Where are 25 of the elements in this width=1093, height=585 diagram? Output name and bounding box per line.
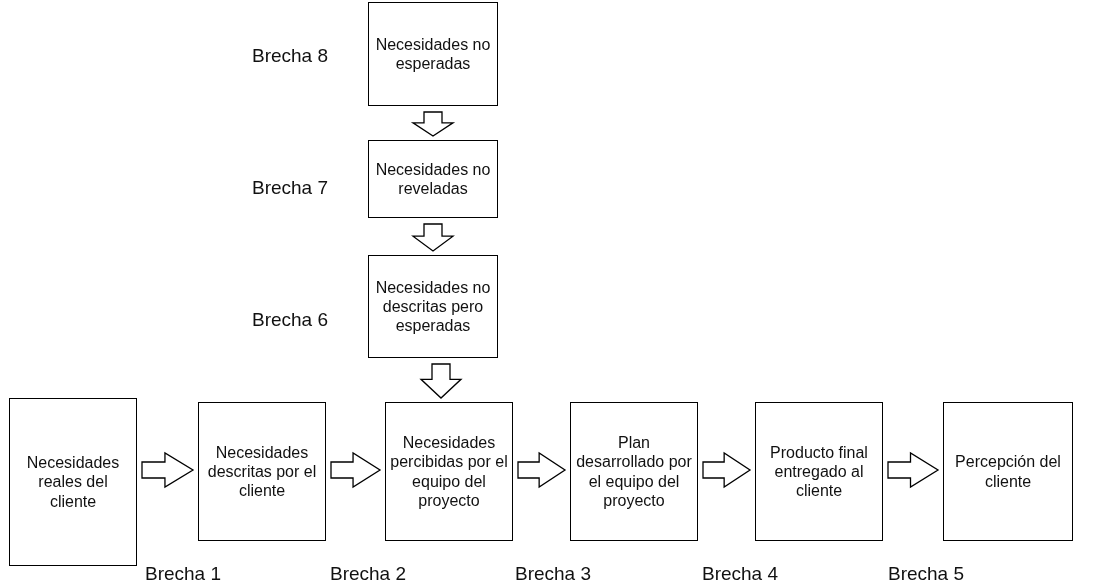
gap-label: Brecha 5 — [888, 563, 964, 585]
hollow-arrow — [887, 451, 940, 489]
hollow-arrow — [141, 451, 195, 489]
hollow-arrow — [330, 451, 382, 489]
gap-label: Brecha 7 — [252, 177, 328, 199]
process-box: Necesidades no descritas pero esperadas — [368, 255, 498, 358]
process-box: Necesidades descritas por el cliente — [198, 402, 326, 541]
gap-label: Brecha 4 — [702, 563, 778, 585]
hollow-arrow — [410, 111, 456, 137]
process-box: Necesidades percibidas por el equipo del proyecto — [385, 402, 513, 541]
process-box: Necesidades no esperadas — [368, 2, 498, 106]
gap-label: Brecha 2 — [330, 563, 406, 585]
hollow-arrow — [702, 451, 752, 489]
hollow-arrow — [411, 223, 455, 252]
hollow-arrow — [517, 451, 567, 489]
process-box: Necesidades reales del cliente — [9, 398, 137, 566]
process-box: Plan desarrollado por el equipo del proyecto — [570, 402, 698, 541]
process-box: Necesidades no reveladas — [368, 140, 498, 218]
gap-label: Brecha 8 — [252, 45, 328, 67]
process-box: Percepción del cliente — [943, 402, 1073, 541]
gap-label: Brecha 6 — [252, 309, 328, 331]
hollow-arrow — [419, 363, 463, 399]
gap-label: Brecha 3 — [515, 563, 591, 585]
gap-label: Brecha 1 — [145, 563, 221, 585]
process-box: Producto final entregado al cliente — [755, 402, 883, 541]
